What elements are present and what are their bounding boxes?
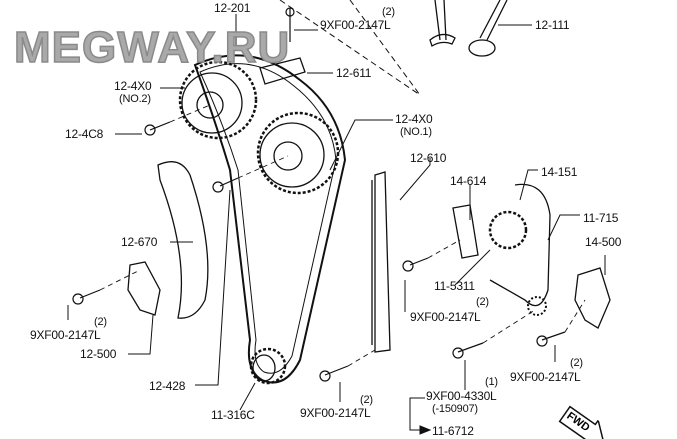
- label-12-111: 12-111: [535, 18, 570, 32]
- label-12-611: 12-611: [336, 66, 372, 80]
- label-bolt-9xf00-2147l: 9XF00-2147L: [300, 406, 371, 420]
- label-11-316c: 11-316C: [211, 408, 255, 422]
- tensioner-12-500: [127, 261, 161, 316]
- label-12-4c8: 12-4C8: [65, 127, 104, 141]
- label-12-4x0-no1: 12-4X0: [395, 112, 433, 126]
- dashed-outline: [279, 0, 421, 96]
- label-bolt-9xf00-2147l: 9XF00-2147L: [30, 328, 101, 342]
- label-qty: (2): [476, 296, 489, 308]
- label-qty: (1): [485, 376, 498, 388]
- label-bolt-9xf00-2147l: 9XF00-2147L: [320, 18, 391, 32]
- chain-guide-12-611: [259, 57, 306, 85]
- label-12-500: 12-500: [80, 347, 117, 361]
- label-no2: (NO.2): [119, 93, 151, 105]
- label-12-201: 12-201: [214, 1, 251, 15]
- label-qty: (2): [382, 6, 395, 18]
- watermark: MEGWAY.RU: [13, 23, 291, 72]
- label-14-500: 14-500: [585, 235, 622, 249]
- label-bolt-9xf00-4330l: 9XF00-4330L: [426, 389, 497, 403]
- oil-pump-tensioner-14-614: [452, 204, 479, 259]
- valve-part: [429, 0, 508, 57]
- label-qty: (2): [570, 357, 583, 369]
- fwd-arrow-icon: FWD: [557, 402, 610, 439]
- label-bolt-9xf00-2147l: 9XF00-2147L: [410, 310, 481, 324]
- label-date-range: (-150907): [432, 403, 478, 415]
- chain-guide-12-610: [371, 171, 391, 353]
- timing-chain: [193, 54, 347, 384]
- tensioner-14-500: [574, 267, 611, 329]
- label-11-5311: 11-5311: [434, 279, 475, 293]
- label-12-4x0-no2: 12-4X0: [114, 79, 152, 93]
- chain-guide-12-670: [157, 161, 209, 319]
- label-no1: (NO.1): [400, 126, 432, 138]
- label-14-151: 14-151: [541, 165, 578, 179]
- crankshaft-sprocket: [249, 347, 287, 385]
- label-qty: (2): [360, 394, 373, 406]
- label-12-428: 12-428: [149, 379, 186, 393]
- oil-pump-sprocket-14-151: [488, 210, 528, 250]
- label-11-715: 11-715: [583, 211, 619, 225]
- bolts: [72, 7, 566, 382]
- label-12-670: 12-670: [121, 235, 158, 249]
- camshaft-sprocket-no2: [178, 60, 258, 140]
- oil-pump-drive-sprocket: [527, 296, 547, 316]
- label-qty: (2): [94, 316, 107, 328]
- label-14-614: 14-614: [450, 174, 487, 188]
- label-11-6712: 11-6712: [432, 424, 474, 438]
- label-12-610: 12-610: [410, 151, 447, 165]
- label-bolt-9xf00-2147l: 9XF00-2147L: [510, 370, 581, 384]
- oil-pump-chain: [489, 183, 551, 307]
